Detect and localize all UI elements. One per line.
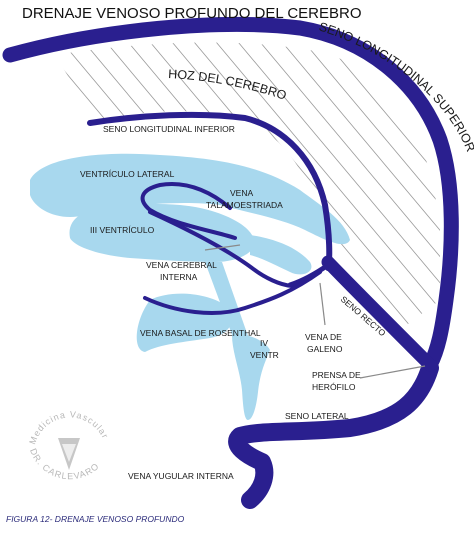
label-prensa-herofilo-line2: HERÓFILO	[312, 382, 356, 392]
straight-sinus	[321, 255, 437, 372]
hatch-line	[227, 42, 440, 330]
watermark-logo: Medicina Vascular DR. CARLEVARO	[27, 409, 109, 481]
label-seno-longitudinal-superior: SENO LONGITUDINAL SUPERIOR	[317, 20, 474, 154]
pointer-lines	[204, 244, 426, 379]
superior-sagittal-sinus	[2, 16, 459, 373]
hatch-line	[315, 42, 440, 330]
label-vena-cerebral-interna-line1: VENA CEREBRAL	[146, 260, 217, 270]
hatch-line	[249, 42, 440, 330]
label-ventriculo-lateral: VENTRÍCULO LATERAL	[80, 169, 175, 179]
label-iv-ventr-line1: IV	[260, 338, 268, 348]
hatch-line	[183, 42, 440, 330]
label-prensa-herofilo-line1: PRENSA DE	[312, 370, 361, 380]
lateral-ventricle	[30, 153, 350, 245]
internal-cerebral-vein	[148, 210, 294, 288]
hatch-line	[205, 42, 440, 330]
vein-of-galen	[287, 262, 331, 288]
hatch-line	[470, 30, 474, 340]
label-vena-yugular-interna: VENA YUGULAR INTERNA	[128, 471, 234, 481]
figure-caption: FIGURA 12- DRENAJE VENOSO PROFUNDO	[6, 514, 185, 524]
venous-sinuses	[2, 16, 459, 509]
label-iv-ventr-line2: VENTR	[250, 350, 279, 360]
ventricular-system	[30, 153, 350, 420]
label-vena-basal-rosenthal: VENA BASAL DE ROSENTHAL	[140, 328, 261, 338]
label-vena-talamoestriada-line2: TALAMOESTRIADA	[206, 200, 283, 210]
aqueduct	[205, 262, 248, 340]
ventricle-lower-lobe	[136, 293, 233, 352]
hatch-line	[0, 30, 26, 340]
third-ventricle	[69, 203, 255, 262]
label-vena-de-galeno-line2: GALENO	[307, 344, 343, 354]
thalamostriate-vein	[140, 182, 237, 240]
inferior-sagittal-sinus	[87, 111, 333, 271]
label-iii-ventriculo: III VENTRÍCULO	[90, 225, 155, 235]
fourth-ventricle	[232, 334, 270, 420]
label-seno-lateral: SENO LATERAL	[285, 411, 349, 421]
label-vena-de-galeno-line1: VENA DE	[305, 332, 342, 342]
ventricle-posterior-horn	[250, 235, 312, 275]
hatch-line	[0, 30, 4, 340]
label-vena-talamoestriada-line1: VENA	[230, 188, 253, 198]
hatch-line	[293, 42, 440, 330]
label-vena-cerebral-interna-line2: INTERNA	[160, 272, 198, 282]
page-title: DRENAJE VENOSO PROFUNDO DEL CEREBRO	[22, 5, 362, 22]
basal-vein-of-rosenthal	[143, 270, 322, 315]
label-seno-longitudinal-inferior: SENO LONGITUDINAL INFERIOR	[103, 124, 235, 134]
lateral-sinus	[228, 359, 439, 509]
hatch-line	[271, 42, 440, 330]
